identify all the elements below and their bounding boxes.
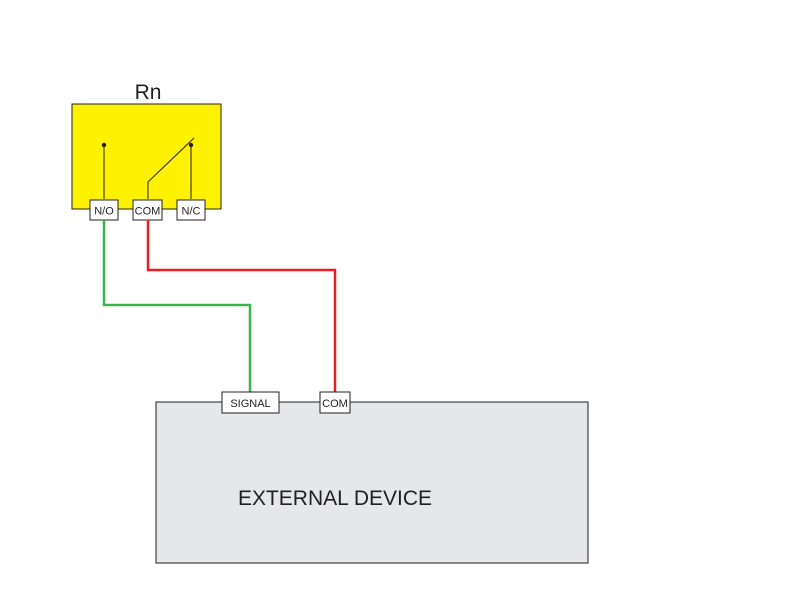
com-switch-arm	[147, 137, 195, 183]
device-terminal-com-label: COM	[322, 398, 348, 410]
terminal-com-label: COM	[135, 206, 161, 218]
terminal-nc-box[interactable]	[176, 199, 206, 221]
signal-wire	[102, 220, 252, 392]
com-wire	[146, 220, 337, 392]
terminal-no[interactable]: N/O	[89, 199, 119, 221]
terminal-com[interactable]: COM	[132, 199, 163, 221]
relay-label: Rn	[135, 81, 162, 104]
device-terminal-com-box[interactable]	[319, 391, 351, 414]
external-device: EXTERNAL DEVICE SIGNAL COM	[155, 391, 589, 564]
no-contact-point	[101, 142, 107, 148]
external-device-label: EXTERNAL DEVICE	[238, 487, 432, 510]
relay-body	[71, 103, 222, 210]
nc-contact-point	[188, 142, 194, 148]
device-terminal-signal-box[interactable]	[221, 391, 280, 414]
device-terminal-com[interactable]: COM	[319, 391, 351, 414]
relay-block: Rn N/O COM N/C	[71, 81, 222, 221]
relay-contact-symbol	[101, 137, 195, 199]
terminal-nc[interactable]: N/C	[176, 199, 206, 221]
terminal-no-label: N/O	[94, 206, 114, 218]
device-terminal-signal-label: SIGNAL	[230, 398, 270, 410]
terminal-nc-label: N/C	[182, 206, 201, 218]
device-terminal-signal[interactable]: SIGNAL	[221, 391, 280, 414]
external-device-body	[155, 401, 589, 564]
